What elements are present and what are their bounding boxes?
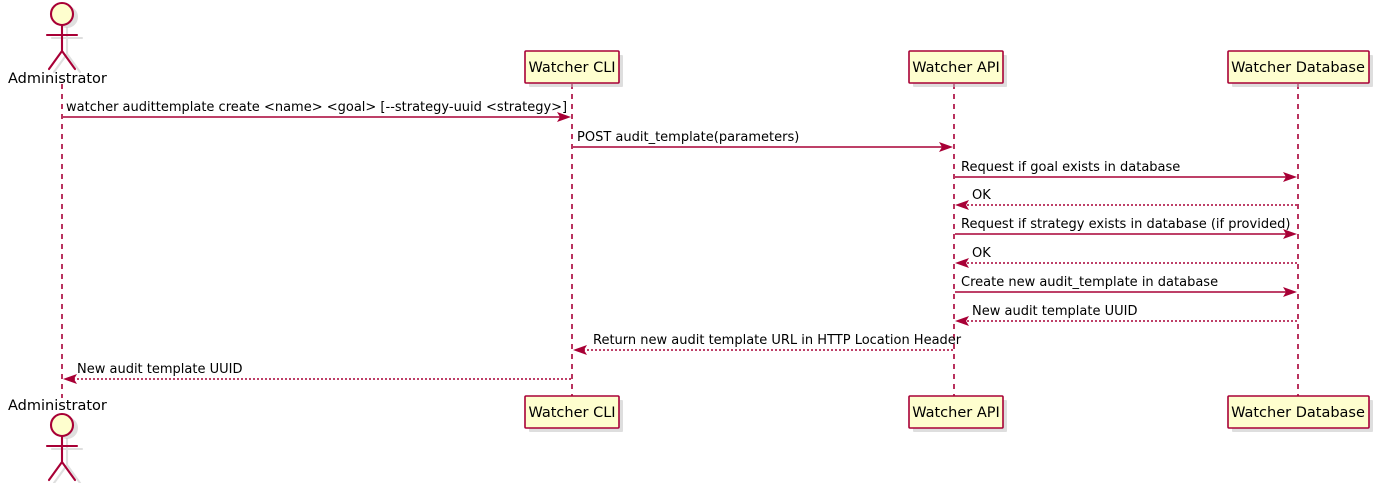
arrowhead-left-icon xyxy=(955,316,969,326)
actor-administrator-bottom[interactable] xyxy=(45,412,84,483)
participant-label-watcher-api-bottom: Watcher API xyxy=(912,405,1000,421)
actor-head-icon xyxy=(49,412,75,438)
participant-box-watcher-api-top[interactable] xyxy=(908,50,1007,87)
participant-box-watcher-cli-bottom[interactable] xyxy=(524,395,623,432)
actor-label-administrator-bottom: Administrator xyxy=(8,398,107,414)
arrowhead-left-icon xyxy=(955,258,969,268)
message-9-return-location-header xyxy=(573,345,953,355)
participant-label-watcher-cli-top: Watcher CLI xyxy=(528,60,615,76)
actor-head-icon xyxy=(49,1,75,27)
message-label-8: New audit template UUID xyxy=(972,304,1137,319)
message-label-6: OK xyxy=(972,246,991,261)
message-8-new-uuid-db xyxy=(955,316,1297,326)
participant-box-watcher-database-bottom[interactable] xyxy=(1227,395,1373,432)
message-1-cli-create-command xyxy=(63,112,571,122)
message-4-ok-goal xyxy=(955,200,1297,210)
arrowhead-right-icon xyxy=(939,142,953,152)
participant-label-watcher-database-bottom: Watcher Database xyxy=(1231,405,1365,421)
participant-label-watcher-api-top: Watcher API xyxy=(912,60,1000,76)
actor-body-icon xyxy=(45,434,79,482)
message-label-4: OK xyxy=(972,188,991,203)
arrowhead-left-icon xyxy=(955,200,969,210)
arrowhead-right-icon xyxy=(1283,229,1297,239)
arrowhead-right-icon xyxy=(1283,287,1297,297)
arrowhead-right-icon xyxy=(557,112,571,122)
message-label-1: watcher audittemplate create <name> <goa… xyxy=(66,100,567,115)
participant-box-watcher-cli-top[interactable] xyxy=(524,50,623,87)
message-3-request-goal-exists xyxy=(955,172,1297,182)
message-label-5: Request if strategy exists in database (… xyxy=(961,217,1290,232)
participant-label-watcher-database-top: Watcher Database xyxy=(1231,60,1365,76)
actor-body-icon xyxy=(45,23,79,71)
actor-administrator-top[interactable] xyxy=(45,1,84,74)
participant-box-watcher-database-top[interactable] xyxy=(1227,50,1373,87)
message-2-post-audit-template xyxy=(573,142,953,152)
actor-label-administrator-top: Administrator xyxy=(8,71,107,87)
participant-label-watcher-cli-bottom: Watcher CLI xyxy=(528,405,615,421)
lifelines xyxy=(61,84,1299,398)
message-label-9: Return new audit template URL in HTTP Lo… xyxy=(593,333,962,348)
message-label-3: Request if goal exists in database xyxy=(961,160,1180,175)
message-label-2: POST audit_template(parameters) xyxy=(577,130,799,145)
arrowhead-left-icon xyxy=(63,374,77,384)
message-label-7: Create new audit_template in database xyxy=(961,275,1218,290)
message-7-create-audit-template xyxy=(955,287,1297,297)
participant-box-watcher-api-bottom[interactable] xyxy=(908,395,1007,432)
message-5-request-strategy-exists xyxy=(955,229,1297,239)
message-6-ok-strategy xyxy=(955,258,1297,268)
arrowhead-right-icon xyxy=(1283,172,1297,182)
message-10-new-uuid-admin xyxy=(63,374,571,384)
arrowhead-left-icon xyxy=(573,345,587,355)
message-label-10: New audit template UUID xyxy=(77,362,242,377)
